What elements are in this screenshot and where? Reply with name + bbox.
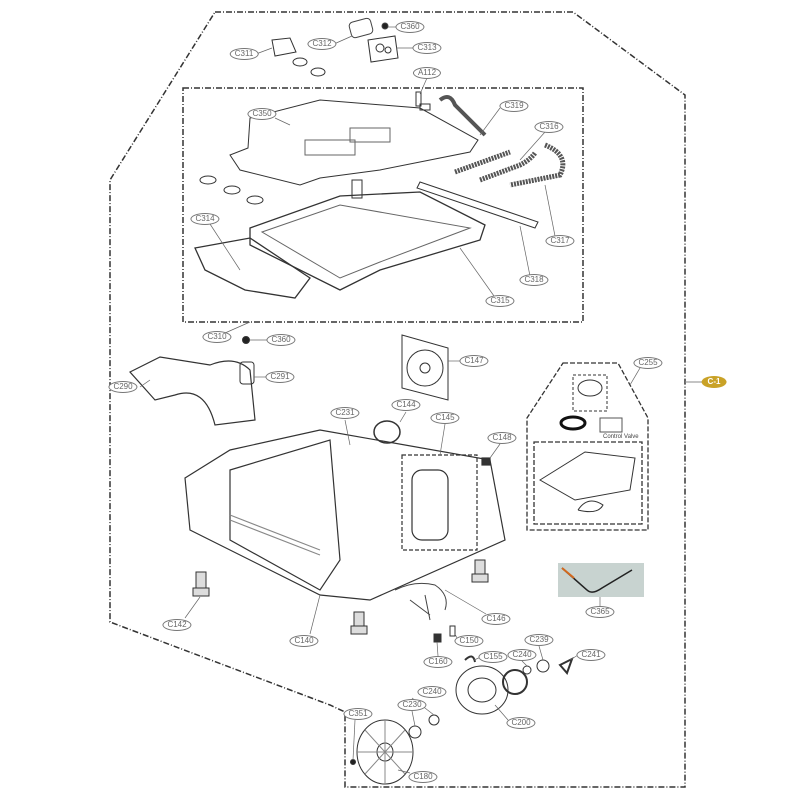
callout-c290[interactable]: C290 (108, 381, 138, 393)
callout-c239[interactable]: C239 (524, 634, 554, 646)
callout-c310[interactable]: C310 (202, 331, 232, 343)
part-c350-plate (229, 99, 479, 186)
callout-c314[interactable]: C314 (190, 213, 220, 225)
assembly-badge[interactable]: C-1 (701, 376, 727, 388)
callout-c350[interactable]: C350 (247, 108, 277, 120)
callout-c240-right[interactable]: C240 (507, 649, 537, 661)
callout-c180[interactable]: C180 (408, 771, 438, 783)
clips-set (199, 175, 264, 205)
part-c290-duct (129, 356, 256, 426)
callout-c231[interactable]: C231 (330, 407, 360, 419)
callout-c148[interactable]: C148 (487, 432, 517, 444)
callout-c142[interactable]: C142 (162, 619, 192, 631)
part-c318-rod (416, 181, 539, 229)
small-parts (433, 625, 476, 663)
callout-c150[interactable]: C150 (454, 635, 484, 647)
callout-c351[interactable]: C351 (343, 708, 373, 720)
part-c311-clips (271, 37, 326, 77)
part-c365-photo (558, 563, 644, 597)
callout-c317[interactable]: C317 (545, 235, 575, 247)
callout-c255[interactable]: C255 (633, 357, 663, 369)
callout-c319[interactable]: C319 (499, 100, 529, 112)
part-c146-harness (394, 582, 447, 621)
callout-c240-left[interactable]: C240 (417, 686, 447, 698)
part-c315-frame (249, 191, 486, 291)
c255-group-box (526, 362, 649, 531)
part-c200-motor (455, 665, 528, 715)
callout-c145[interactable]: C145 (430, 412, 460, 424)
callout-c291[interactable]: C291 (265, 371, 295, 383)
part-c147-fan (401, 334, 449, 401)
callout-c155[interactable]: C155 (478, 651, 508, 663)
part-c316-hoses (454, 149, 538, 183)
part-c313-board (367, 35, 399, 63)
callout-c360-top[interactable]: C360 (395, 21, 425, 33)
part-oring (559, 415, 587, 431)
callout-c160[interactable]: C160 (423, 656, 453, 668)
callout-c200[interactable]: C200 (506, 717, 536, 729)
callout-c147[interactable]: C147 (459, 355, 489, 367)
bolts (192, 559, 489, 635)
part-a112-pin (415, 91, 431, 111)
callout-c313[interactable]: C313 (412, 42, 442, 54)
callout-a112[interactable]: A112 (412, 67, 442, 79)
c255-inner-box (533, 441, 643, 525)
part-c180-fan (356, 719, 414, 785)
outer-boundary (109, 11, 686, 788)
part-c317-hose (509, 142, 566, 188)
control-valve-caption: Control Valve (603, 434, 639, 440)
part-c291-capacitor (239, 361, 255, 385)
callout-c360-mid[interactable]: C360 (266, 334, 296, 346)
callout-c312[interactable]: C312 (307, 38, 337, 50)
callout-c318[interactable]: C318 (519, 274, 549, 286)
callout-c315[interactable]: C315 (485, 295, 515, 307)
callout-c241[interactable]: C241 (576, 649, 606, 661)
callout-c311[interactable]: C311 (229, 48, 259, 60)
upper-assembly-box (182, 87, 584, 323)
part-c312-motor (348, 17, 389, 39)
callout-c316[interactable]: C316 (534, 121, 564, 133)
callout-c140[interactable]: C140 (289, 635, 319, 647)
callout-c146[interactable]: C146 (481, 613, 511, 625)
callout-c365[interactable]: C365 (585, 606, 615, 618)
part-c314-frame (194, 237, 311, 299)
callout-c144[interactable]: C144 (391, 399, 421, 411)
part-c319-tube (438, 94, 487, 137)
part-c140-base (184, 420, 506, 601)
callout-c230[interactable]: C230 (397, 699, 427, 711)
